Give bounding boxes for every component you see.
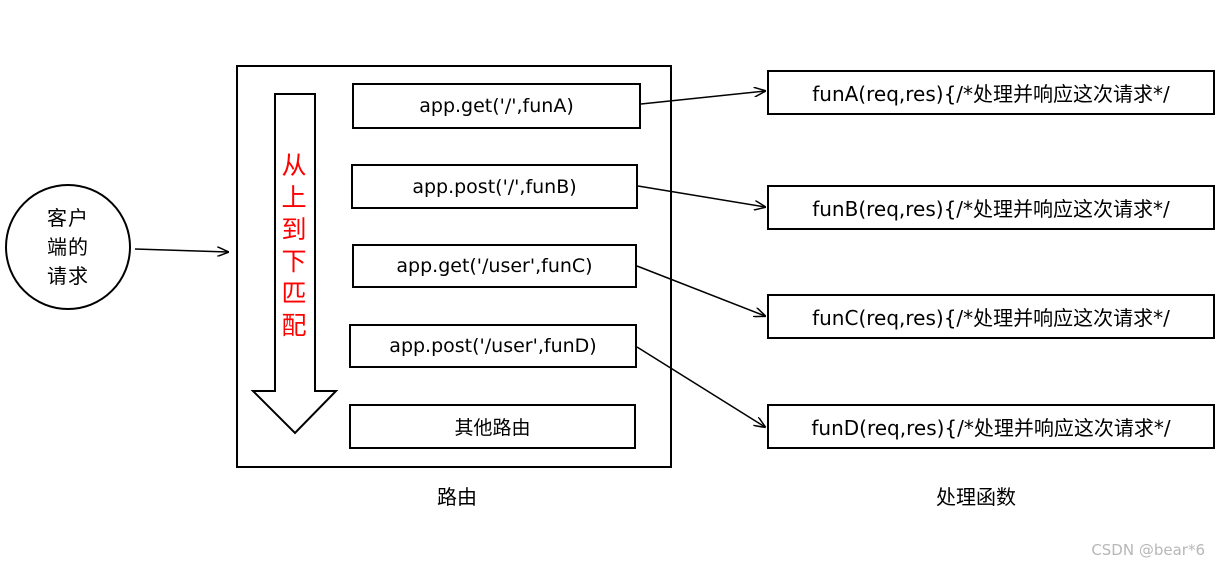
handler-fun-b: funB(req,res){/*处理并响应这次请求*/ <box>767 185 1215 230</box>
route-post-user: app.post('/user',funD) <box>349 324 637 368</box>
route-post-root: app.post('/',funB) <box>351 164 638 209</box>
handlers-caption: 处理函数 <box>936 485 1016 509</box>
client-request-label: 客户端的请求 <box>47 205 89 288</box>
client-to-router-arrow <box>134 249 228 252</box>
handler-fun-c: funC(req,res){/*处理并响应这次请求*/ <box>767 294 1215 339</box>
route-d-to-handler-d-arrow <box>636 346 765 427</box>
client-request-node: 客户端的请求 <box>5 184 131 310</box>
route-get-root: app.get('/',funA) <box>352 83 641 129</box>
router-container <box>236 65 672 468</box>
route-b-to-handler-b-arrow <box>637 185 765 207</box>
route-get-user: app.get('/user',funC) <box>352 244 637 288</box>
route-a-to-handler-a-arrow <box>640 91 765 105</box>
watermark: CSDN @bear*6 <box>1091 541 1205 559</box>
match-order-label: 从上到下匹配 <box>281 151 307 340</box>
down-arrow-icon <box>250 93 339 435</box>
route-c-to-handler-c-arrow <box>636 265 765 316</box>
handler-fun-a: funA(req,res){/*处理并响应这次请求*/ <box>767 70 1215 115</box>
handler-fun-d: funD(req,res){/*处理并响应这次请求*/ <box>767 404 1215 449</box>
route-other: 其他路由 <box>349 404 636 449</box>
router-caption: 路由 <box>437 485 477 509</box>
